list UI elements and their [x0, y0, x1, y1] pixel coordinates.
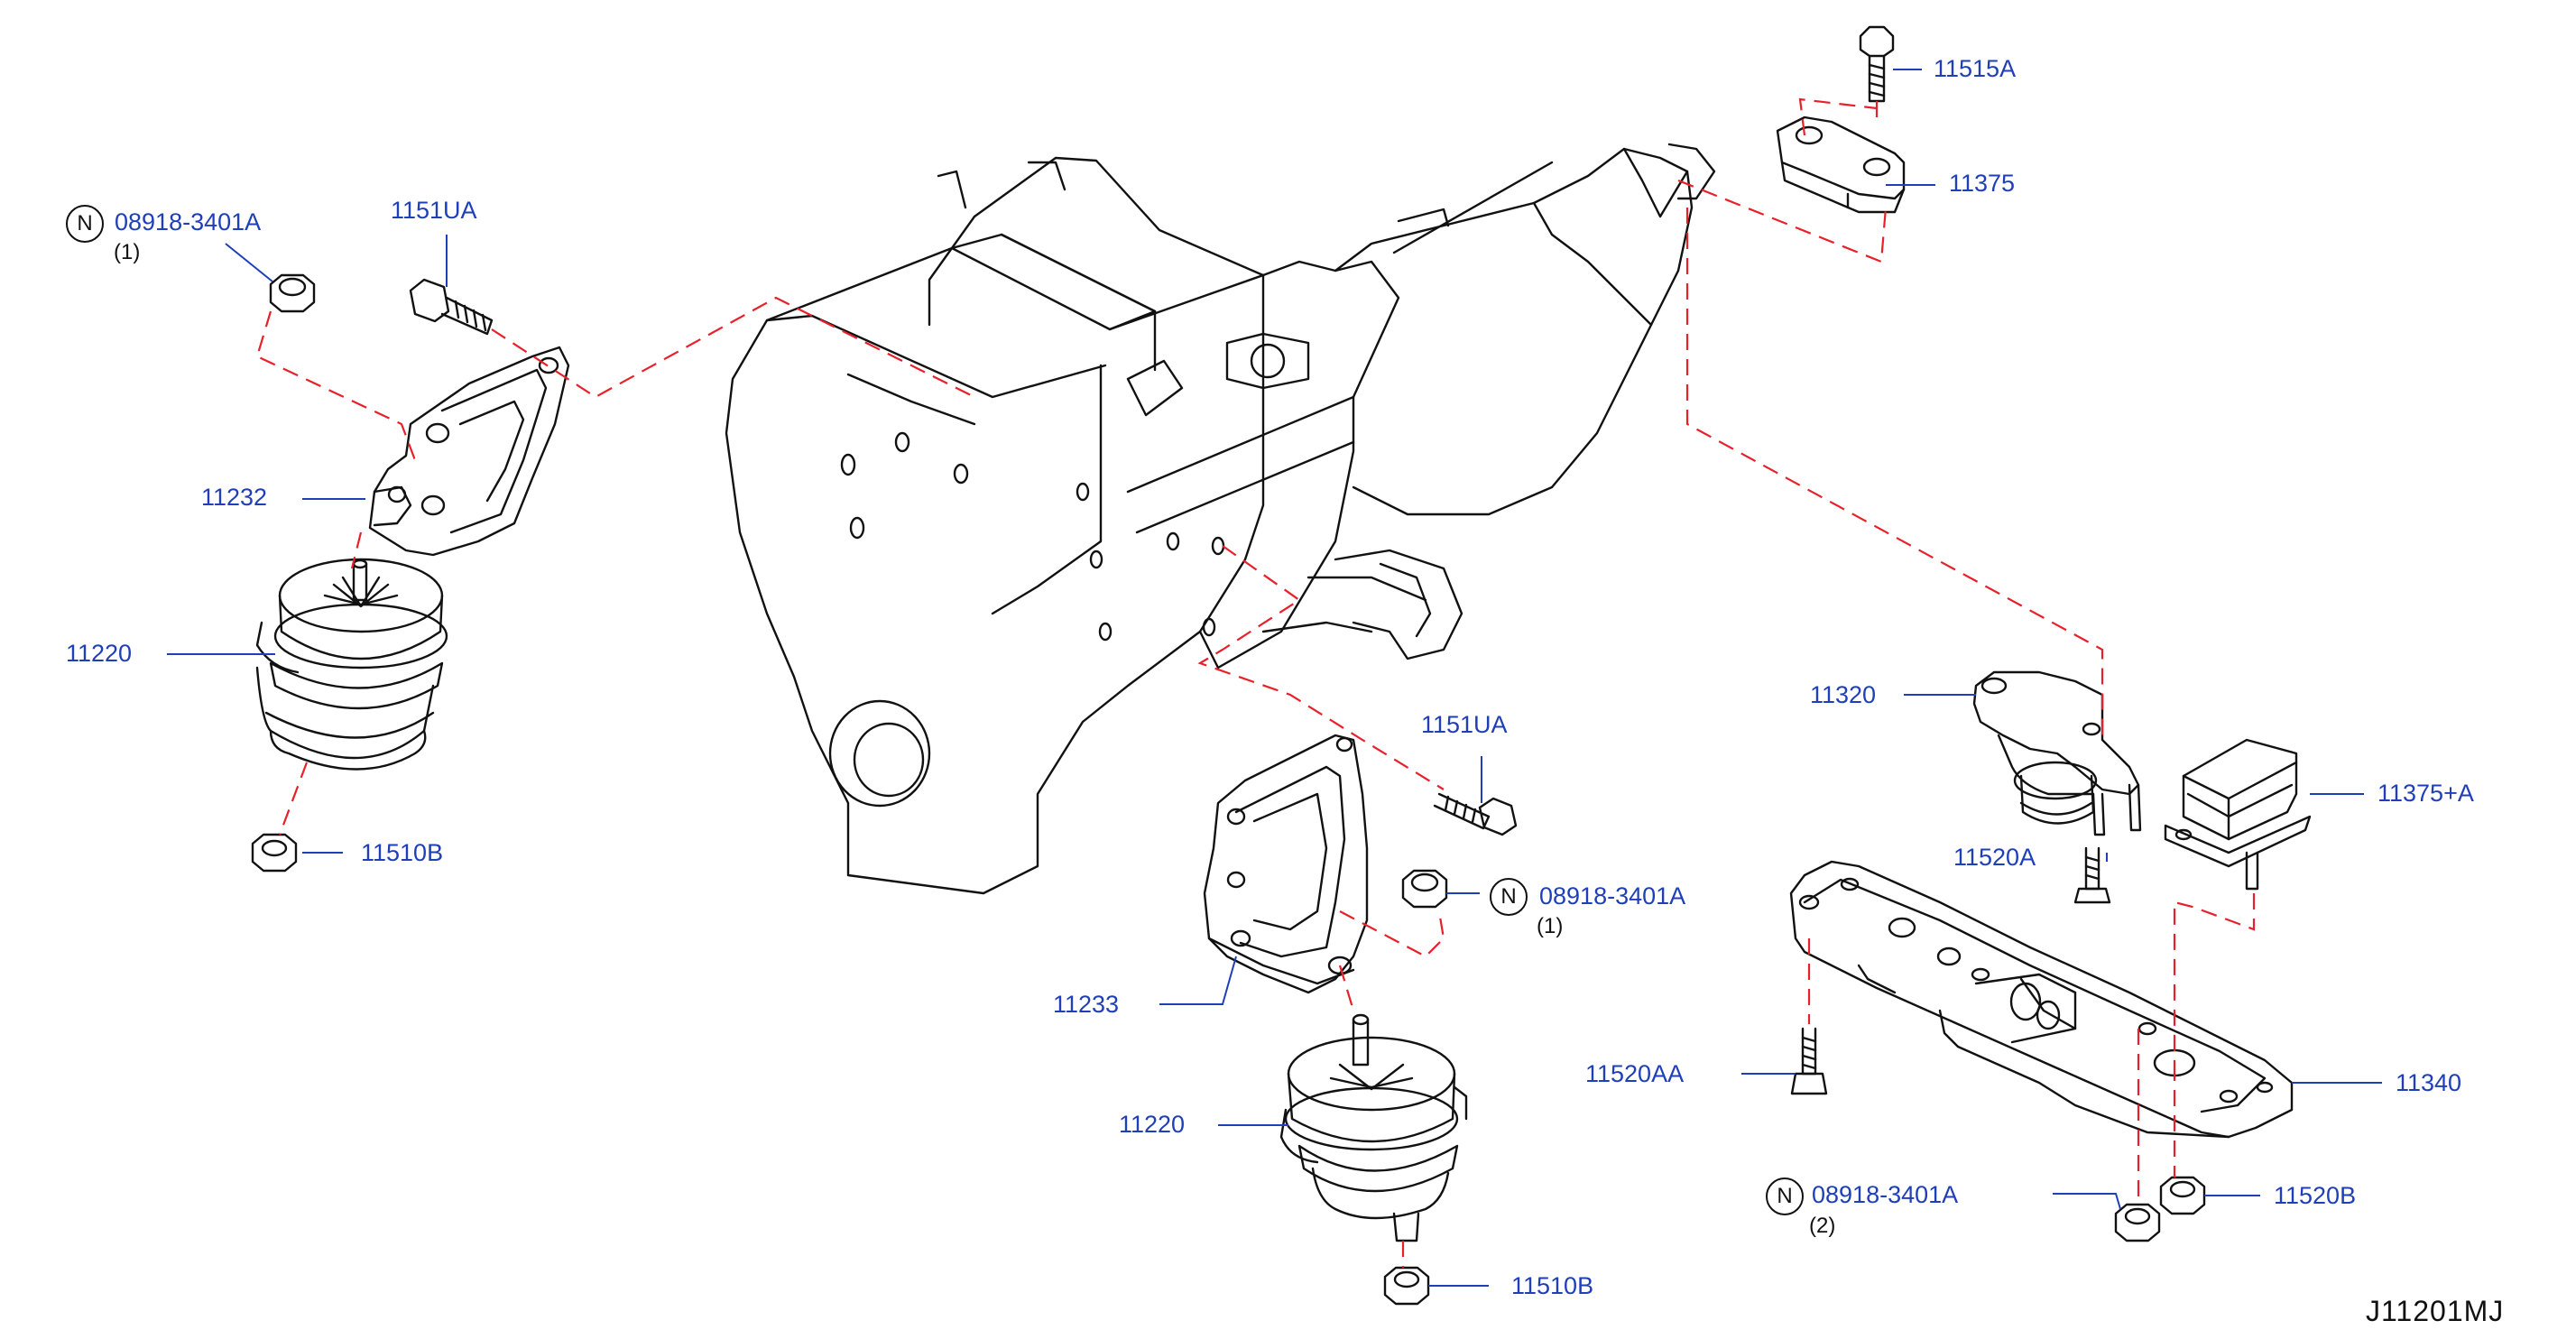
callout-11375[interactable]: 11375 [1949, 170, 2016, 197]
nut-11520b [2159, 1176, 2206, 1215]
callout-08918-3401a-middle[interactable]: 08918-3401A [1539, 882, 1686, 910]
callout-11232[interactable]: 11232 [201, 484, 268, 511]
callout-11320[interactable]: 11320 [1810, 681, 1877, 708]
n-symbol-middle: N [1490, 878, 1528, 916]
insulator-11375a [2164, 738, 2312, 891]
callout-11510b-left[interactable]: 11510B [361, 839, 444, 866]
callout-08918-3401a-bottom[interactable]: 08918-3401A [1812, 1181, 1959, 1208]
quantity-top-left: (1) [114, 240, 141, 264]
callout-11520aa[interactable]: 11520AA [1585, 1060, 1685, 1087]
callout-11520b[interactable]: 11520B [2274, 1182, 2357, 1209]
callout-11375-a[interactable]: 11375+A [2377, 780, 2474, 807]
callout-11220-left[interactable]: 11220 [66, 640, 133, 667]
nut-11510b-left [251, 833, 298, 873]
nut-08918-top-left [269, 273, 316, 313]
bolt-1151ua-top [409, 278, 494, 336]
n-symbol-bottom: N [1766, 1177, 1804, 1215]
assembly-phantom-lines [255, 97, 2256, 1268]
callout-08918-3401a-top-left[interactable]: 08918-3401A [115, 208, 262, 235]
quantity-bottom: (2) [1809, 1214, 1836, 1238]
quantity-middle: (1) [1537, 914, 1564, 938]
callout-11233[interactable]: 11233 [1053, 991, 1120, 1018]
engine-mount-11220-left [255, 558, 448, 771]
figure-code: J11201MJ [2366, 1295, 2505, 1327]
bolt-11520aa [1790, 1027, 1828, 1095]
engine-mount-11220-middle [1279, 1013, 1468, 1242]
callout-11220-middle[interactable]: 11220 [1119, 1111, 1186, 1138]
engine-transmission-assembly [725, 143, 1716, 895]
bracket-11233 [1203, 734, 1369, 994]
nut-08918-middle [1401, 869, 1448, 909]
crossmember-11340 [1789, 860, 2294, 1139]
bolt-11515a [1859, 25, 1895, 103]
callout-11515a[interactable]: 11515A [1934, 55, 2017, 82]
insulator-11320 [1972, 670, 2142, 836]
nut-08918-bottom [2114, 1203, 2161, 1242]
nut-11510b-middle [1383, 1266, 1430, 1306]
callout-1151ua-top[interactable]: 1151UA [391, 197, 477, 224]
n-symbol-top-left: N [66, 205, 104, 243]
insulator-11375 [1776, 115, 1906, 214]
callout-1151ua-middle[interactable]: 1151UA [1421, 711, 1508, 738]
bolt-11520a [2073, 846, 2111, 904]
callout-leader-lines [167, 69, 2382, 1287]
bolt-1151ua-middle [1433, 792, 1518, 836]
bracket-11232 [368, 346, 570, 557]
callout-11510b-middle[interactable]: 11510B [1511, 1272, 1594, 1299]
callout-11340[interactable]: 11340 [2396, 1069, 2462, 1096]
callout-11520a[interactable]: 11520A [1953, 844, 2036, 871]
